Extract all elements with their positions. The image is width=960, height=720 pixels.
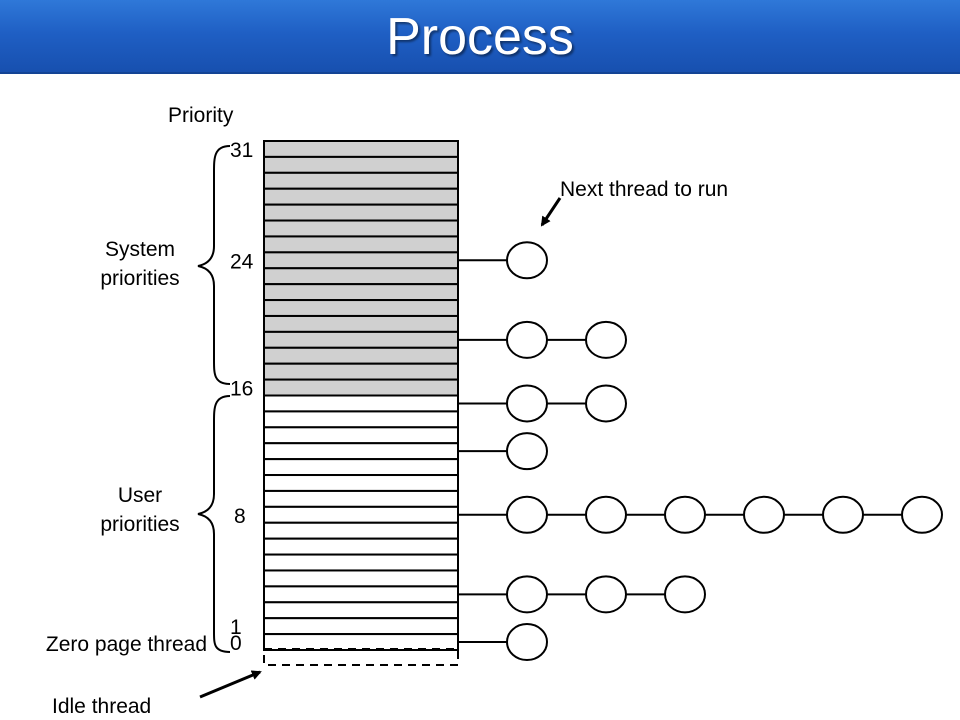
- priority-level-5: [263, 553, 459, 572]
- thread-queue-level-12: [458, 432, 548, 471]
- thread-node: [585, 495, 627, 534]
- level-marker-16: 16: [230, 378, 253, 401]
- priority-level-16: [263, 378, 459, 397]
- priority-level-3: [263, 585, 459, 604]
- priority-axis-label: Priority: [168, 104, 234, 127]
- thread-node: [506, 575, 548, 614]
- thread-queue-level-15: [458, 384, 627, 423]
- thread-node: [506, 241, 548, 280]
- priority-level-25: [263, 235, 459, 254]
- priority-level-9: [263, 489, 459, 508]
- title-bar: Process: [0, 0, 960, 74]
- priority-level-12: [263, 442, 459, 461]
- priority-level-4: [263, 569, 459, 588]
- priority-level-28: [263, 187, 459, 206]
- priority-level-21: [263, 299, 459, 317]
- thread-queue-level-0: [458, 623, 548, 662]
- priority-level-31: [263, 140, 459, 158]
- thread-node: [822, 495, 864, 534]
- next-thread-label: Next thread to run: [560, 178, 728, 201]
- priority-level-23: [263, 267, 459, 286]
- priority-level-11: [263, 458, 459, 477]
- level-marker-24: 24: [230, 250, 254, 273]
- level-marker-0: 0: [230, 632, 242, 655]
- priority-level-26: [263, 219, 459, 238]
- priority-level-18: [263, 346, 459, 365]
- priority-level-7: [263, 521, 459, 540]
- thread-node: [506, 320, 548, 359]
- idle-thread-arrow: [199, 670, 262, 699]
- next-thread-arrow: [540, 197, 562, 227]
- user-priorities-brace: [197, 395, 231, 653]
- system-group-label-line2: priorities: [100, 267, 179, 290]
- priority-level-17: [263, 362, 459, 381]
- thread-node: [506, 495, 548, 534]
- priority-level-2: [263, 601, 459, 620]
- thread-node: [506, 623, 548, 662]
- thread-node: [585, 320, 627, 359]
- thread-queues: [458, 241, 943, 662]
- user-group-label-line2: priorities: [100, 513, 179, 536]
- level-markers: 31 24 16 8 10: [230, 139, 254, 655]
- thread-node: [585, 384, 627, 423]
- level-marker-31: 31: [230, 139, 253, 162]
- thread-node: [664, 495, 706, 534]
- priority-level-14: [263, 410, 459, 429]
- user-group-label-line1: User: [118, 484, 162, 507]
- thread-node: [664, 575, 706, 614]
- priority-level-13: [263, 426, 459, 445]
- thread-queue-level-24: [458, 241, 548, 280]
- priority-level-10: [263, 474, 459, 492]
- priority-level-15: [263, 394, 459, 413]
- system-group-label-line1: System: [105, 238, 175, 261]
- page-title: Process: [386, 8, 574, 66]
- idle-thread-slot: [263, 648, 459, 666]
- thread-queue-level-19: [458, 320, 627, 359]
- priority-level-6: [263, 537, 459, 556]
- system-priorities-brace: [197, 145, 231, 385]
- priority-level-19: [263, 330, 459, 349]
- thread-node: [506, 384, 548, 423]
- thread-node: [743, 495, 785, 534]
- thread-node: [585, 575, 627, 614]
- priority-level-29: [263, 171, 459, 190]
- level-marker-8: 8: [234, 505, 246, 528]
- priority-level-0: [263, 633, 459, 652]
- zero-page-thread-label: Zero page thread: [46, 633, 207, 656]
- priority-level-8: [263, 505, 459, 524]
- priority-level-27: [263, 203, 459, 222]
- thread-queue-level-3: [458, 575, 706, 614]
- priority-level-22: [263, 283, 459, 302]
- priority-level-30: [263, 155, 459, 174]
- thread-queue-level-8: [458, 495, 943, 534]
- level-marker-1: 1: [230, 616, 242, 639]
- priority-levels: [263, 140, 459, 652]
- thread-node: [901, 495, 943, 534]
- priority-level-20: [263, 314, 459, 333]
- idle-thread-label: Idle thread: [52, 695, 151, 718]
- priority-level-24: [263, 251, 459, 270]
- priority-level-1: [263, 617, 459, 636]
- thread-node: [506, 432, 548, 471]
